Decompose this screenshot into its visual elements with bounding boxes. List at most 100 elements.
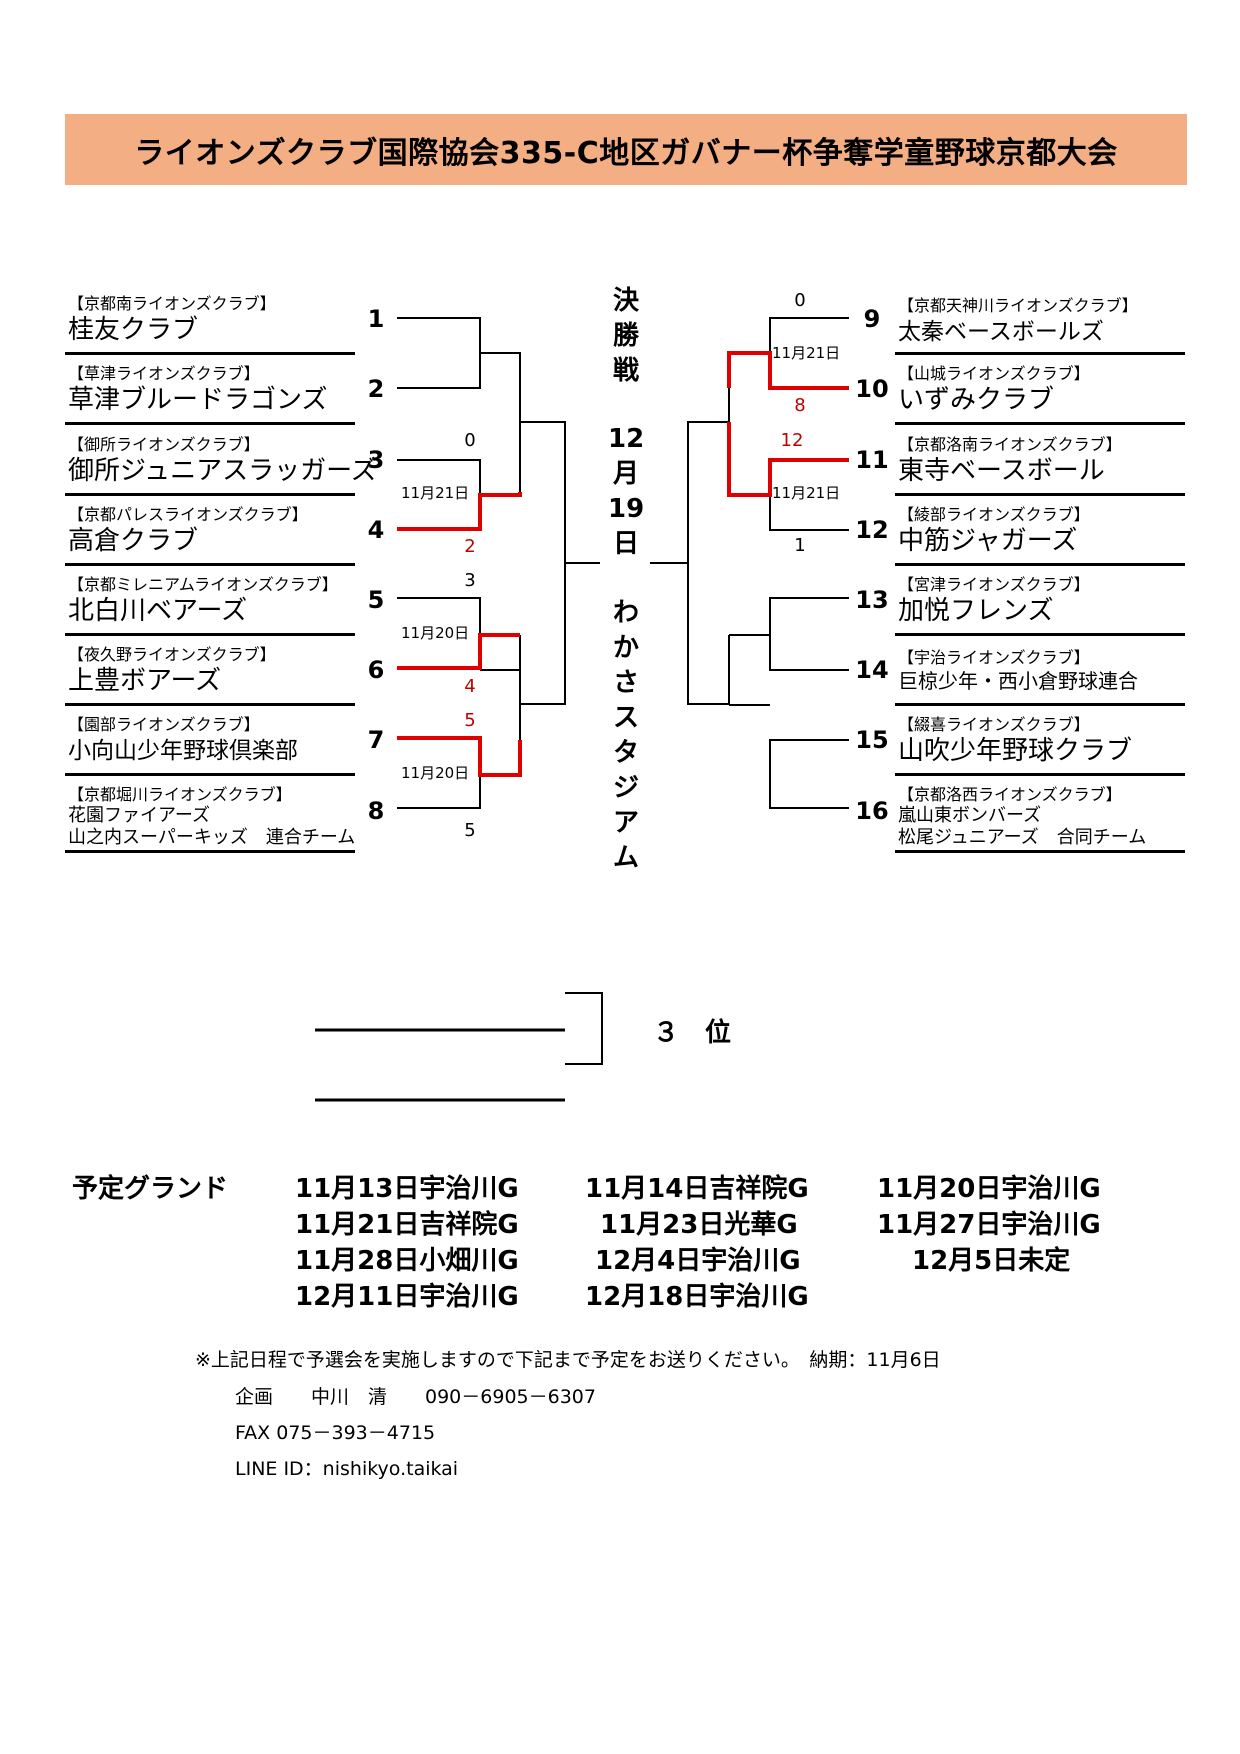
team-name-line-2: 山之内スーパーキッズ 連合チーム: [68, 827, 356, 848]
final-label-char: 決: [612, 286, 639, 316]
match-date: 11月21日: [772, 484, 841, 502]
team-name-line-2: 松尾ジュニアーズ 合同チーム: [898, 827, 1147, 848]
team-entry: 【綾部ライオンズクラブ】 中筋ジャガーズ: [898, 505, 1090, 557]
team-name-line-1: 花園ファイアーズ: [68, 805, 211, 826]
line-id: LINE ID：nishikyo.taikai: [235, 1458, 459, 1480]
team-underline: [65, 563, 355, 566]
final-label: 決 勝 戦: [608, 284, 644, 389]
club-name: 【京都南ライオンズクラブ】: [68, 294, 276, 313]
club-name: 【京都ミレニアムライオンズクラブ】: [68, 575, 338, 594]
club-name: 【綴喜ライオンズクラブ】: [898, 715, 1090, 734]
winner-line: [727, 351, 849, 390]
final-venue-char: か: [612, 633, 639, 663]
club-name: 【京都パレスライオンズクラブ】: [68, 505, 308, 524]
seed-number: 6: [367, 656, 385, 684]
final-label-char: 勝: [612, 321, 639, 351]
match-score-bottom: 4: [464, 676, 476, 697]
seed-number: 8: [367, 797, 385, 825]
team-underline: [65, 493, 355, 496]
team-name: 桂友クラブ: [68, 315, 199, 345]
team-entry: 【園部ライオンズクラブ】 小向山少年野球倶楽部: [68, 715, 298, 767]
seed-number: 15: [855, 726, 889, 754]
team-name: 草津ブルードラゴンズ: [68, 385, 328, 415]
title-banner: ライオンズクラブ国際協会335-C地区ガバナー杯争奪学童野球京都大会: [65, 114, 1187, 185]
team-entry: 【京都天神川ライオンズクラブ】 太秦ベースボールズ: [898, 296, 1138, 348]
bracket-line: [687, 421, 729, 705]
team-name: 高倉クラブ: [68, 526, 199, 556]
bracket-line: [769, 495, 849, 531]
club-name: 【京都天神川ライオンズクラブ】: [898, 296, 1138, 315]
schedule-entry: 11月20日宇治川G: [877, 1174, 1101, 1204]
seed-number: 7: [367, 726, 385, 754]
team-underline: [895, 633, 1185, 636]
team-entry: 【綴喜ライオンズクラブ】 山吹少年野球クラブ: [898, 715, 1132, 767]
page-title: ライオンズクラブ国際協会335-C地区ガバナー杯争奪学童野球京都大会: [134, 135, 1118, 171]
team-entry: 【京都南ライオンズクラブ】 桂友クラブ: [68, 294, 276, 346]
third-place-label: ３ 位: [653, 1018, 732, 1048]
team-underline: [65, 773, 355, 776]
team-underline: [895, 422, 1185, 425]
seed-number: 9: [863, 305, 881, 333]
team-underline: [895, 773, 1185, 776]
bracket-line: [769, 739, 849, 809]
match-score-bottom: 2: [464, 536, 476, 557]
team-entry: 【宇治ライオンズクラブ】 巨椋少年・西小倉野球連合: [898, 648, 1138, 694]
bracket-line: [480, 352, 521, 422]
schedule-entry: 12月5日未定: [912, 1246, 1071, 1276]
bracket-line: [397, 775, 481, 809]
team-entry: 【京都パレスライオンズクラブ】 高倉クラブ: [68, 505, 308, 557]
team-name: 小向山少年野球倶楽部: [68, 738, 298, 764]
winner-line: [397, 492, 522, 531]
team-underline: [895, 703, 1185, 706]
seed-number: 11: [855, 446, 889, 474]
match-score-top: 0: [794, 290, 806, 311]
match-score-top: 12: [780, 430, 804, 451]
team-name: いずみクラブ: [898, 385, 1055, 415]
seed-number: 2: [367, 375, 385, 403]
seed-number: 5: [367, 586, 385, 614]
schedule-entry: 11月23日光華G: [600, 1210, 798, 1240]
club-name: 【草津ライオンズクラブ】: [68, 364, 260, 383]
match-date: 11月21日: [401, 484, 470, 502]
schedule-entry: 11月14日吉祥院G: [585, 1174, 809, 1204]
final-date-part: 日: [612, 529, 639, 559]
club-name: 【宮津ライオンズクラブ】: [898, 575, 1090, 594]
team-underline: [65, 850, 355, 853]
match-score-bottom: 5: [464, 820, 476, 841]
team-name: 太秦ベースボールズ: [898, 319, 1104, 345]
team-entry: 【御所ライオンズクラブ】 御所ジュニアスラッガーズ: [68, 435, 377, 487]
team-underline: [895, 493, 1185, 496]
seed-number: 3: [367, 446, 385, 474]
final-venue-char: ジ: [612, 773, 639, 803]
final-venue: わ か さ ス タ ジ ア ム: [608, 596, 644, 876]
team-entry: 【山城ライオンズクラブ】 いずみクラブ: [898, 364, 1090, 416]
seed-number: 10: [855, 375, 889, 403]
team-entry: 【夜久野ライオンズクラブ】 上豊ボアーズ: [68, 645, 276, 697]
team-name: 北白川ベアーズ: [68, 596, 248, 626]
team-underline: [65, 352, 355, 355]
team-name: 中筋ジャガーズ: [898, 526, 1078, 556]
match-score-bottom: 8: [794, 395, 806, 416]
schedule-entry: 11月13日宇治川G: [295, 1174, 519, 1204]
seed-number: 14: [855, 656, 889, 684]
final-venue-char: ア: [612, 808, 639, 838]
schedule-entry: 12月11日宇治川G: [295, 1282, 519, 1312]
bracket-line: [520, 421, 566, 705]
team-name-line-1: 嵐山東ボンバーズ: [898, 805, 1042, 826]
bracket-line: [769, 597, 849, 671]
club-name: 【綾部ライオンズクラブ】: [898, 505, 1090, 524]
schedule-entry: 12月18日宇治川G: [585, 1282, 809, 1312]
seed-number: 13: [855, 586, 889, 614]
winner-line: [727, 422, 849, 497]
team-underline: [895, 563, 1185, 566]
team-entry: 【京都堀川ライオンズクラブ】 花園ファイアーズ 山之内スーパーキッズ 連合チーム: [68, 785, 355, 849]
team-entry: 【京都洛西ライオンズクラブ】 嵐山東ボンバーズ 松尾ジュニアーズ 合同チーム: [898, 785, 1146, 849]
request-note: ※上記日程で予選会を実施しますので下記まで予定をお送りください。 納期：11月6…: [195, 1349, 941, 1371]
team-entry: 【草津ライオンズクラブ】 草津ブルードラゴンズ: [68, 364, 327, 416]
fax-number: FAX 075－393－4715: [235, 1422, 436, 1444]
club-name: 【御所ライオンズクラブ】: [68, 435, 260, 454]
match-score-top: 5: [464, 710, 476, 731]
team-underline: [895, 850, 1185, 853]
organizer-contact: 企画 中川 清 090－6905－6307: [235, 1386, 596, 1408]
